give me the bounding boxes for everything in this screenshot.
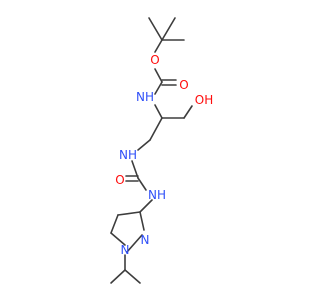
bond-chiral-ch2-chain (149, 117, 163, 141)
bond-tbutyl-methyl-2 (161, 17, 176, 41)
bond-isopropyl-methyl-2 (124, 269, 141, 284)
atom-ester-oxygen: O (150, 53, 159, 67)
bond-ester-oxygen-carbonyl (154, 68, 163, 83)
atom-carbamate-carbonyl-oxygen: O (179, 78, 188, 92)
atom-hydroxyl: OH (195, 93, 213, 107)
atom-urea-nh-2: NH (148, 188, 166, 202)
bond-nh-chiral-carbon (154, 104, 163, 119)
bond-ch2-urea-nh (137, 139, 151, 151)
chemical-structure-diagram: O O NH OH NH O NH N N (110, 17, 213, 284)
bond-pyrazole-c4-c5 (110, 214, 119, 234)
bond-isopropyl-methyl-1 (110, 269, 126, 284)
bond-urea-nh-pyrazole (139, 199, 153, 213)
atom-labels: O O NH OH NH O NH N N (115, 53, 213, 257)
atom-pyrazole-n1: N (121, 243, 130, 257)
bond-ch2-hydroxyl (183, 105, 193, 119)
bond-carbonyl-urea-nh-2 (137, 177, 147, 191)
bonds (110, 17, 193, 284)
bond-carbonyl-nh (154, 81, 163, 95)
atom-carbamate-nh: NH (136, 90, 154, 104)
bond-pyrazole-n1-n2 (126, 234, 143, 253)
atom-pyrazole-n2: N (141, 233, 150, 247)
bond-tbutyl-methyl-1 (148, 17, 163, 41)
bond-pyrazole-c3-c4 (117, 211, 141, 216)
bond-pyrazole-n2-c3 (139, 211, 145, 231)
atom-urea-carbonyl-oxygen: O (115, 173, 124, 187)
bond-tbutyl-ester-oxygen (154, 39, 163, 53)
atom-urea-nh-1: NH (119, 148, 137, 162)
bond-urea-nh-carbonyl (131, 160, 139, 179)
bond-pyrazole-c5-n1 (110, 232, 126, 246)
